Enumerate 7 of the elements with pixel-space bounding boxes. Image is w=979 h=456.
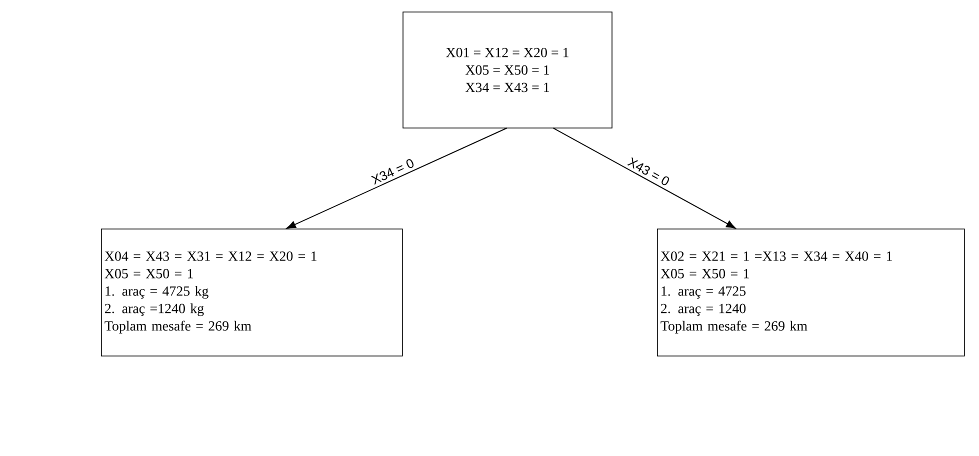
arrow	[286, 128, 508, 229]
arrow	[552, 128, 736, 228]
edge-label: X34 = 0	[370, 159, 414, 185]
text-box: X02 = X21 = 1 =X13 = X34 = X40 = 1 X05 = X50 = 1 1. araç = 4725 2. araç = 1240 Toplam mesafe = 269 km	[657, 228, 965, 356]
edge-label: X43 = 0	[627, 157, 670, 186]
text-box: X01 = X12 = X20 = 1 X05 = X50 = 1 X34 = X43 = 1	[402, 12, 612, 128]
text-box: X04 = X43 = X31 = X12 = X20 = 1 X05 = X50 = 1 1. araç = 4725 kg 2. araç =1240 kg Toplam mesafe = 269 km	[101, 228, 403, 356]
